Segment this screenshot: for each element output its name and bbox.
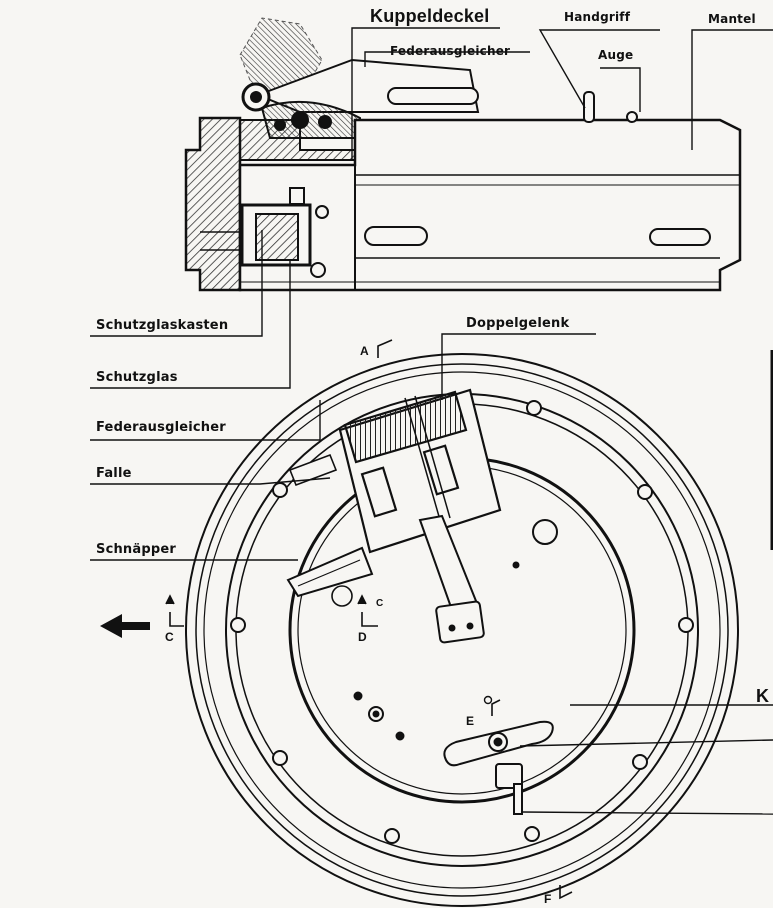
label-falle: Falle [96, 466, 132, 481]
slot-right [649, 228, 711, 246]
section-mark-c: C [165, 630, 174, 644]
slot-left [364, 226, 428, 246]
leader-lines-plan [90, 333, 773, 815]
label-federausgleicher-top: Federausgleicher [390, 44, 511, 58]
section-mark-d: D [358, 630, 367, 644]
label-k-partial: K [756, 686, 770, 706]
leader-lines-top [90, 27, 773, 389]
label-kuppeldeckel: Kuppeldeckel [370, 6, 490, 26]
label-schnapper: Schnäpper [96, 542, 176, 557]
bolt-holes [230, 400, 694, 844]
eye [626, 111, 638, 123]
section-mark-e: E [466, 714, 475, 728]
label-auge: Auge [598, 48, 634, 62]
mantel-body [238, 118, 742, 292]
double-hinge [338, 388, 502, 554]
label-handgriff: Handgriff [564, 10, 631, 24]
handle [583, 91, 595, 123]
label-doppelgelenk: Doppelgelenk [466, 316, 570, 331]
section-view [184, 17, 742, 292]
plan-view [100, 339, 739, 907]
dome-flange [184, 116, 242, 292]
inner-handle [443, 720, 554, 815]
label-mantel: Mantel [708, 12, 756, 26]
protective-glass [255, 213, 299, 261]
latch-falle [288, 453, 338, 487]
section-marks [165, 339, 573, 900]
latch-arm [418, 514, 480, 612]
section-mark-a: A [360, 344, 369, 358]
label-schutzglas: Schutzglas [96, 370, 178, 385]
section-mark-c-small: C [376, 598, 384, 609]
snap-catch [286, 546, 374, 598]
section-mark-f: F [544, 892, 552, 906]
direction-arrow [100, 614, 150, 638]
label-federausgleicher: Federausgleicher [96, 420, 226, 435]
outer-ring [185, 353, 739, 907]
label-schutzglaskasten: Schutzglaskasten [96, 318, 229, 333]
